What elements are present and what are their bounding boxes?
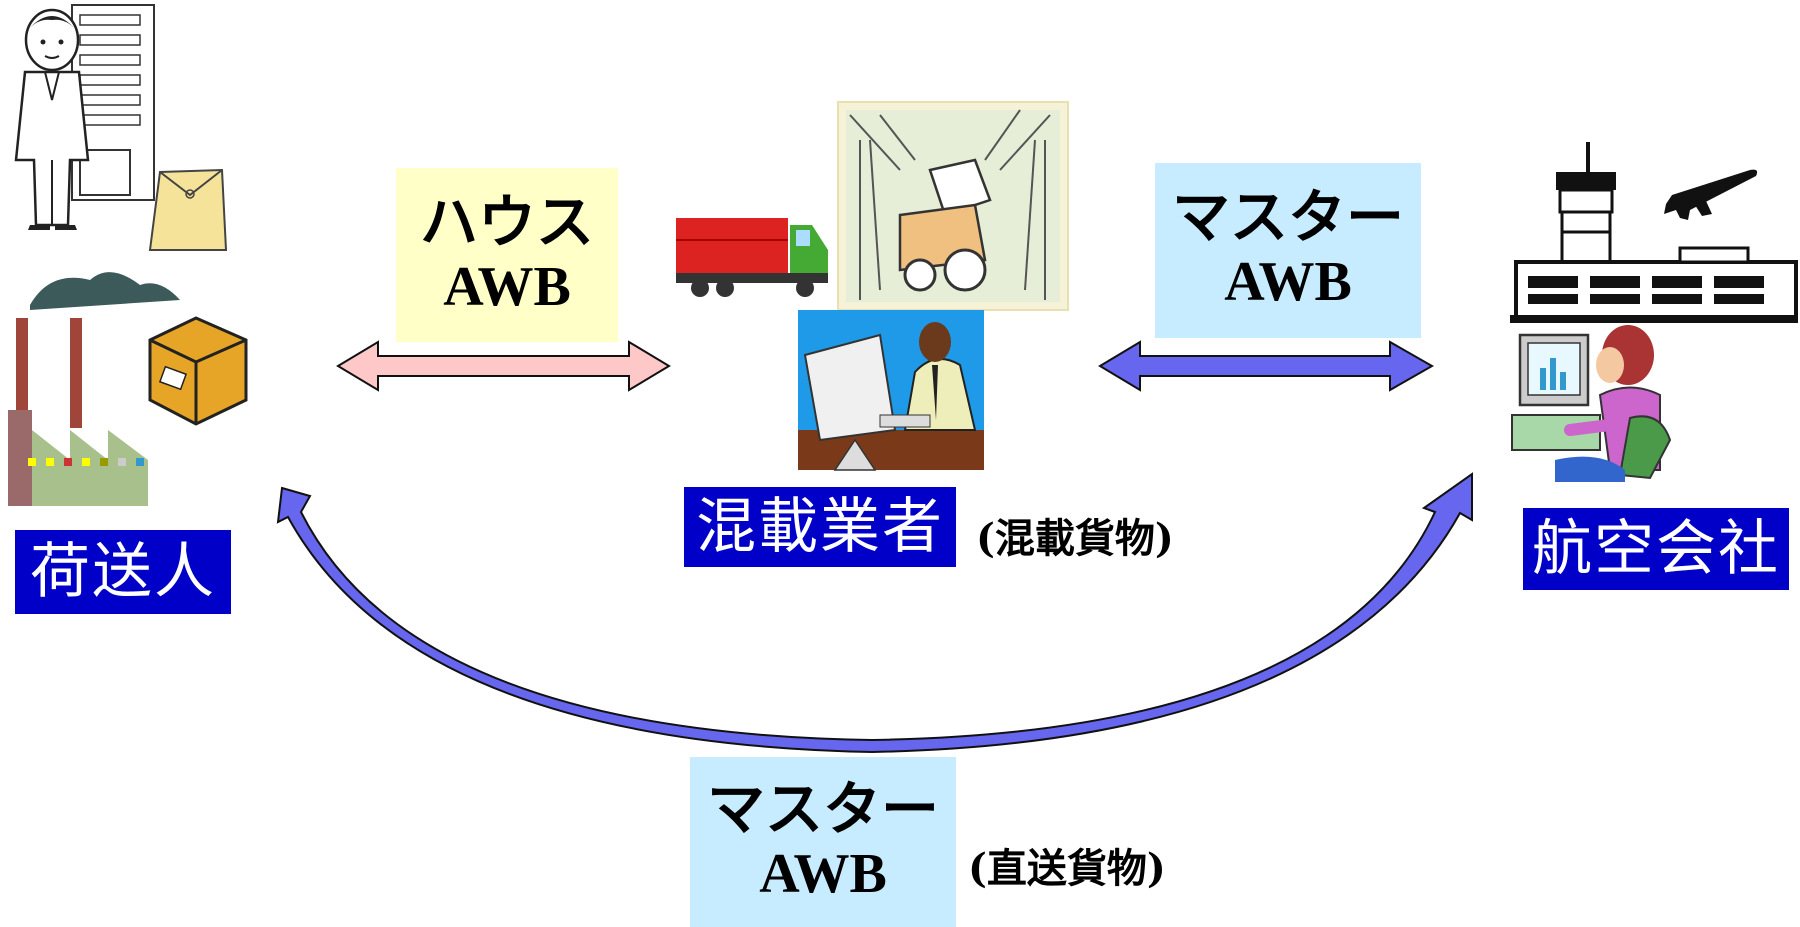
airline-label: 航空会社 (1523, 508, 1789, 590)
direct-cargo-note: (直送貨物) (968, 845, 1166, 892)
airline-staff-icon (1511, 325, 1672, 482)
consolidator-worker-icon (798, 310, 984, 471)
master-awb-direct-code: AWB (759, 842, 887, 905)
house-awb-arrow (336, 340, 671, 392)
shipper-label: 荷送人 (15, 530, 231, 614)
consolidated-cargo-note: (混載貨物) (976, 515, 1174, 562)
master-awb-consolidated-code: AWB (1224, 251, 1352, 314)
master-awb-direct-title: マスター (706, 774, 939, 843)
house-awb-code: AWB (443, 255, 571, 318)
businessman-icon (14, 8, 90, 230)
consolidator-label: 混載業者 (684, 487, 956, 567)
master-awb-consolidated-title: マスター (1171, 183, 1404, 252)
house-awb-title: ハウス (419, 187, 594, 256)
factory-icon (8, 272, 180, 506)
warehouse-forklift-icon (837, 101, 1069, 311)
master-awb-direct-arrow (276, 472, 1473, 754)
truck-icon (676, 218, 828, 297)
airplane-icon (1664, 169, 1758, 220)
envelope-icon (148, 168, 228, 251)
master-awb-consolidated-box: マスター AWB (1155, 163, 1421, 338)
airport-icon (1510, 142, 1798, 323)
package-icon (140, 310, 254, 434)
master-awb-direct-box: マスター AWB (690, 757, 956, 927)
house-awb-box: ハウス AWB (396, 168, 618, 342)
master-awb-consolidated-arrow (1098, 340, 1435, 392)
shipper-building-illustration (71, 4, 155, 201)
